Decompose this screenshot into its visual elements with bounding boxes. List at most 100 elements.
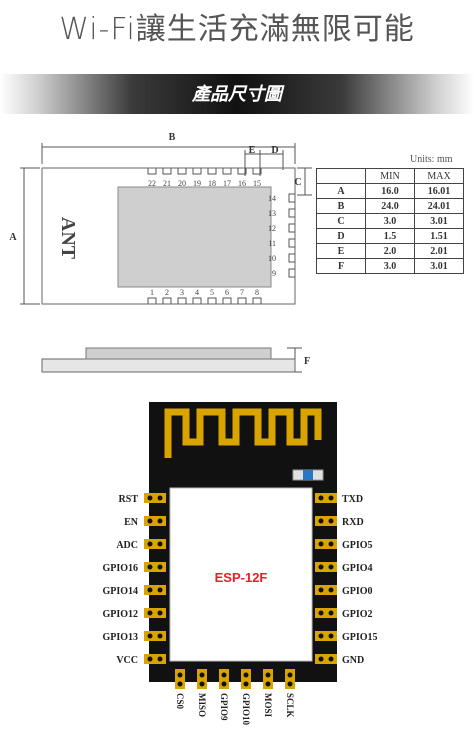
pin-hole [328,564,334,570]
pin-hole [147,633,153,639]
table-cell: 24.01 [414,198,464,214]
pin-pad [144,654,166,664]
top-pin-number: 19 [193,179,201,188]
table-cell: 3.0 [365,258,415,274]
table-header-row: MIN MAX [316,168,464,184]
right-pin-label: RXD [342,517,364,528]
table-cell: A [316,183,366,199]
top-castellation [222,168,232,175]
table-cell: 24.0 [365,198,415,214]
bottom-pin-label: CS0 [175,693,185,710]
pin-hole [157,518,163,524]
pin-pad [315,539,337,549]
bottom-pin-label: MOSI [263,693,273,718]
bottom-pin-number: 8 [255,288,259,297]
bottom-pin-number: 4 [195,288,199,297]
top-castellation [237,168,247,175]
section-banner [0,74,474,114]
pin-hole [221,681,227,687]
left-pin-label: ADC [116,540,138,551]
pin-pad [315,631,337,641]
bottom-castellation [237,297,247,304]
table-cell: 3.01 [414,258,464,274]
top-castellation [177,168,187,175]
pin-pad [144,493,166,503]
pin-hole [318,518,324,524]
dim-label-d: D [271,145,278,156]
table-cell: 1.5 [365,228,415,244]
table-cell: 16.0 [365,183,415,199]
pin-hole [157,610,163,616]
pin-pad [144,608,166,618]
right-pin-label: GPIO2 [342,609,373,620]
left-pin-label: RST [119,494,139,505]
side-view-shield [85,347,272,360]
right-pin-label: GND [342,655,364,666]
table-cell: 3.01 [414,213,464,229]
right-pin-label: GPIO15 [342,632,378,643]
pin-hole [328,656,334,662]
top-pin-number: 15 [253,179,261,188]
right-pin-label: GPIO5 [342,540,373,551]
pin-hole [328,518,334,524]
led-chip [303,470,313,480]
pin-pad [144,516,166,526]
pin-hole [243,681,249,687]
units-label: Units: mm [410,154,453,165]
pin-pad [315,516,337,526]
pin-hole [199,681,205,687]
pin-hole [243,672,249,678]
bottom-castellation [207,297,217,304]
pin-hole [328,541,334,547]
dim-label-e: E [249,145,256,156]
left-pin-label: GPIO13 [102,632,138,643]
table-cell: B [316,198,366,214]
right-pin-number: 11 [268,239,276,248]
side-view-board [41,358,296,373]
bottom-pin-number: 7 [240,288,244,297]
pin-hole [147,656,153,662]
pin-hole [328,495,334,501]
left-pin-label: GPIO16 [102,563,138,574]
table-cell: 1.51 [414,228,464,244]
pin-hole [318,610,324,616]
table-header: MIN [365,168,415,184]
right-pin-number: 10 [268,254,276,263]
module-name: ESP-12F [215,570,268,585]
dim-label-a: A [9,232,17,243]
table-cell: 16.01 [414,183,464,199]
bottom-pin-pad [175,669,185,689]
pin-hole [147,541,153,547]
pin-hole [318,656,324,662]
left-pin-label: GPIO14 [102,586,138,597]
right-castellation [288,238,295,248]
bottom-castellation [162,297,172,304]
pcb-antenna [164,408,322,458]
pin-pad [144,585,166,595]
bottom-pin-pad [241,669,251,689]
table-cell: 3.0 [365,213,415,229]
table-cell: E [316,243,366,259]
top-pin-number: 16 [238,179,246,188]
module-shield [169,487,313,662]
left-pin-label: EN [124,517,139,528]
top-castellation [207,168,217,175]
pin-hole [265,672,271,678]
right-pin-label: TXD [342,494,363,505]
right-castellation [288,193,295,203]
right-castellation [288,208,295,218]
dim-label-c: C [294,177,301,188]
bottom-pin-pad [263,669,273,689]
pin-hole [287,672,293,678]
top-pin-number: 20 [178,179,186,188]
pin-hole [318,564,324,570]
right-castellation [288,223,295,233]
pin-pad [315,654,337,664]
bottom-castellation [192,297,202,304]
